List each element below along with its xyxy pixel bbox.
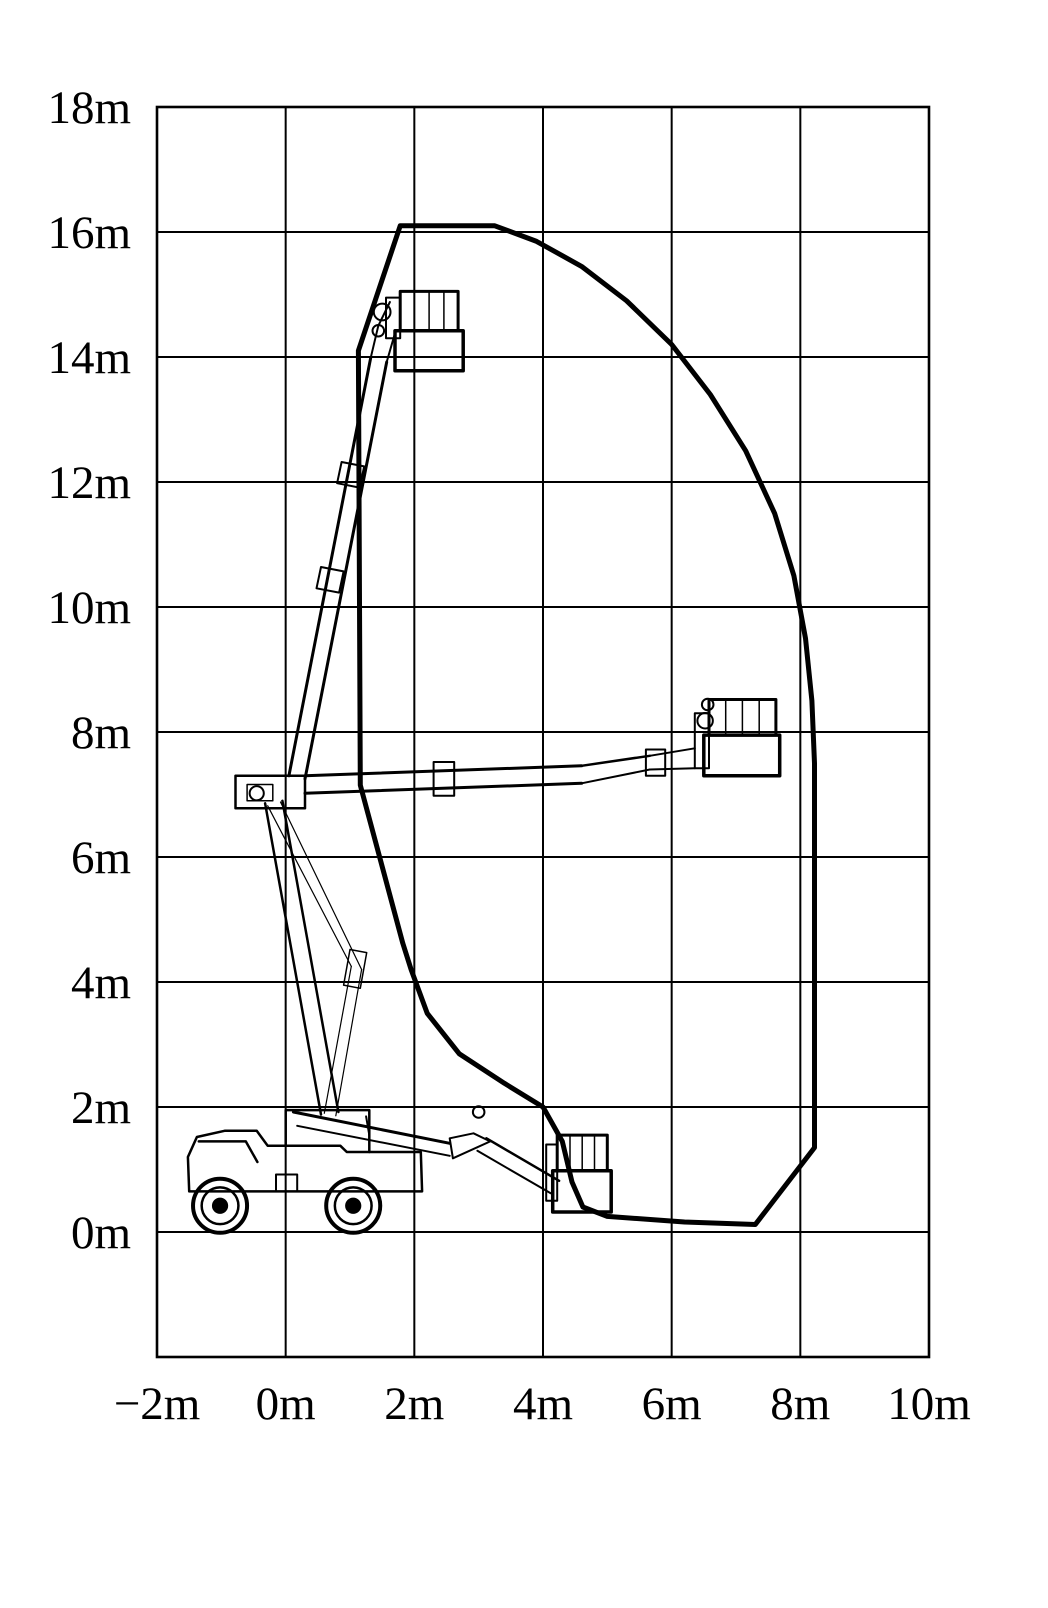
boom-lift-part — [303, 781, 584, 795]
x-tick-label: 2m — [384, 1378, 444, 1430]
x-tick-label: 10m — [887, 1378, 971, 1430]
pivot-joint — [371, 323, 386, 338]
boom-lift-part — [648, 747, 696, 757]
boom-lift-part — [476, 1149, 552, 1195]
pivot-joint — [696, 712, 714, 730]
boom-lift-part — [580, 768, 651, 785]
boom-lift-part — [644, 748, 667, 777]
wheel-rim — [200, 1186, 240, 1226]
y-tick-label: 12m — [47, 457, 131, 509]
boom-lift-part — [315, 566, 345, 594]
boom-lift-part — [279, 801, 363, 971]
wheel-hub — [345, 1197, 362, 1214]
boom-lift-part — [303, 764, 584, 778]
boom-lift-part — [432, 761, 456, 797]
boom-lift-part — [335, 968, 363, 1117]
wheel-rim — [333, 1186, 373, 1226]
x-tick-label: −2m — [114, 1378, 201, 1430]
y-tick-label: 0m — [71, 1207, 131, 1259]
pivot-joint — [248, 785, 265, 802]
pivot-joint — [700, 697, 715, 712]
x-tick-label: 6m — [642, 1378, 702, 1430]
boom-lift-part — [281, 799, 340, 1114]
boom-lift-part — [342, 948, 368, 990]
boom-lift-part — [275, 1173, 299, 1193]
y-tick-label: 2m — [71, 1082, 131, 1134]
boom-lift-part — [263, 802, 323, 1116]
boom-lift-part — [287, 356, 373, 778]
boom-lift-part — [267, 805, 352, 967]
wheel-tire — [324, 1176, 383, 1235]
boom-lift-part — [296, 1124, 451, 1157]
boom-lift-part — [393, 329, 465, 373]
y-tick-label: 18m — [47, 82, 131, 134]
pivot-joint — [372, 302, 392, 322]
boom-lift-part — [648, 767, 696, 771]
wheel-tire — [191, 1176, 250, 1235]
boom-lift-part — [234, 774, 307, 810]
y-tick-label: 10m — [47, 582, 131, 634]
y-tick-label: 4m — [71, 957, 131, 1009]
pivot-joint — [471, 1105, 486, 1119]
boom-lift-part — [291, 1110, 452, 1145]
y-tick-label: 16m — [47, 207, 131, 259]
boom-lift-part — [545, 1143, 559, 1202]
plot-frame — [155, 105, 931, 1359]
boom-lift-part — [550, 1169, 613, 1214]
y-tick-label: 6m — [71, 832, 131, 884]
boom-lift-part — [580, 754, 652, 768]
boom-lift-part — [197, 1140, 259, 1164]
x-tick-label: 4m — [513, 1378, 573, 1430]
x-tick-label: 8m — [770, 1378, 830, 1430]
boom-lift-part — [365, 1115, 371, 1137]
boom-lift-part — [323, 965, 352, 1114]
y-tick-label: 14m — [47, 332, 131, 384]
x-tick-label: 0m — [256, 1378, 316, 1430]
boom-lift-part — [246, 783, 274, 802]
boom-lift-part — [702, 733, 782, 778]
y-tick-label: 8m — [71, 707, 131, 759]
working-envelope-outline — [355, 223, 817, 1227]
boom-lift-part — [186, 1129, 424, 1193]
boom-lift-part — [336, 461, 366, 489]
boom-lift-part — [303, 360, 389, 781]
wheel-hub — [211, 1197, 229, 1214]
